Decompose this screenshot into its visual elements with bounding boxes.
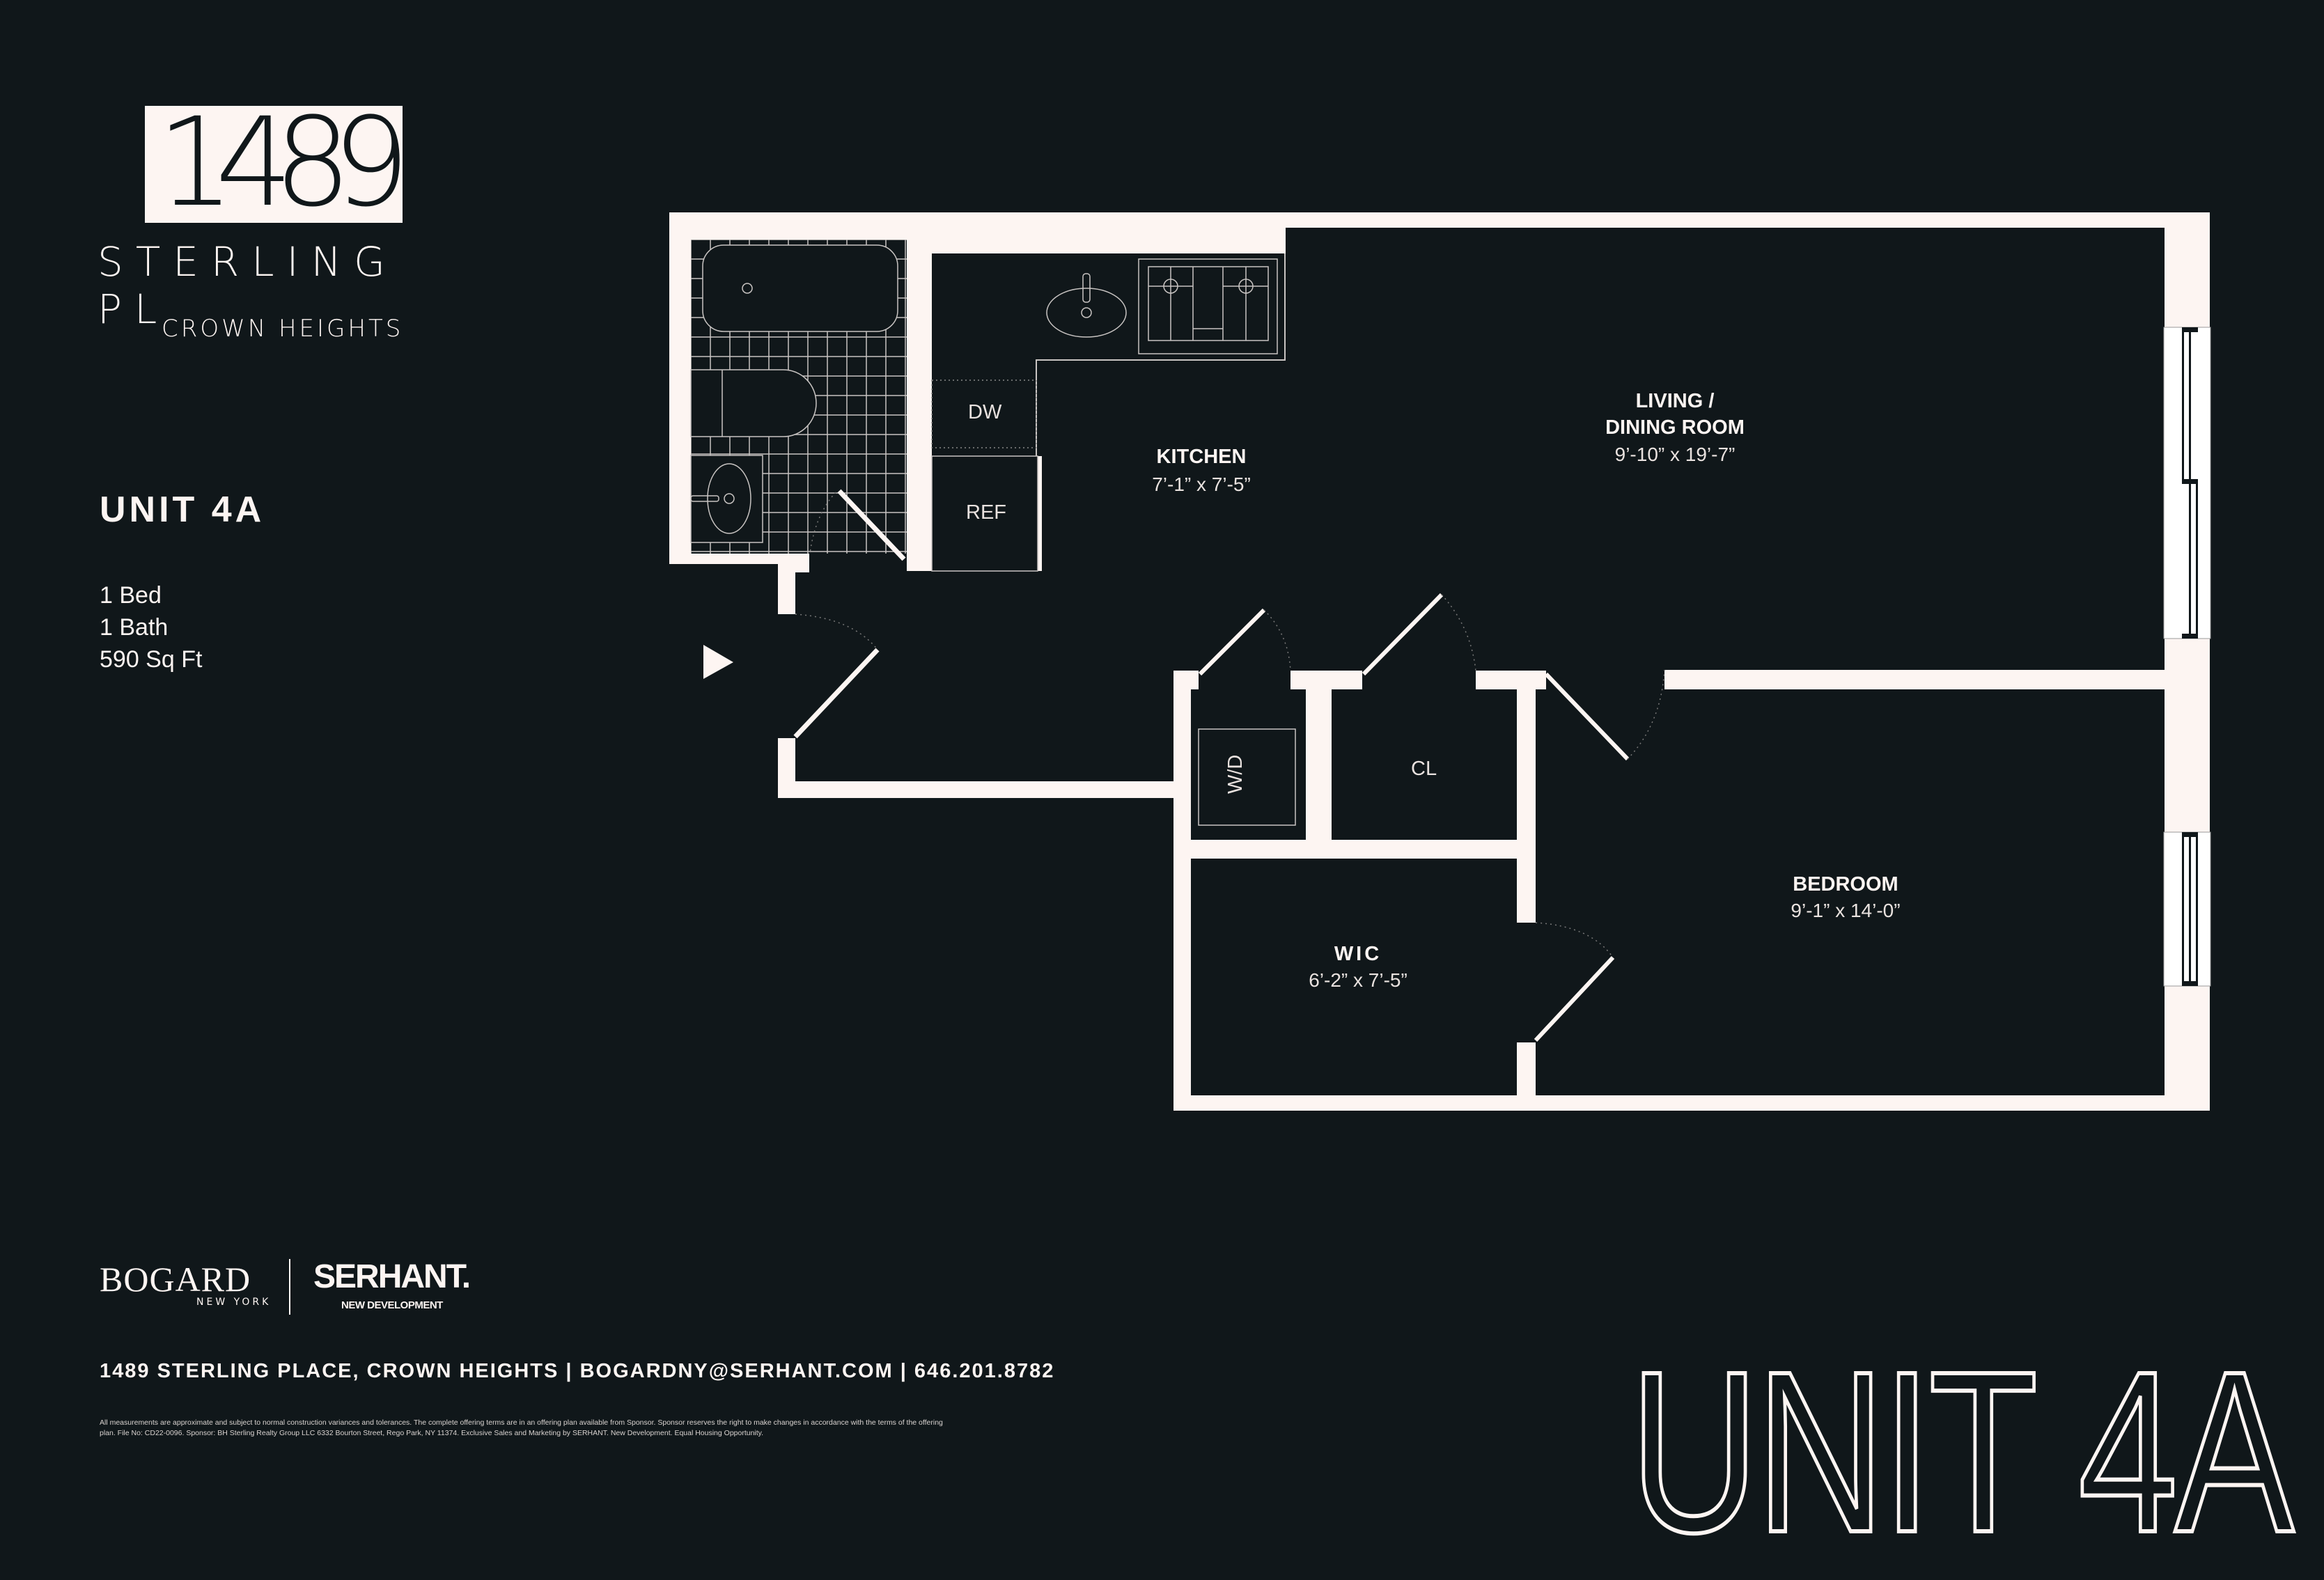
room-wic-name: WIC: [1334, 943, 1382, 965]
room-kitchen-name: KITCHEN: [1156, 446, 1247, 468]
floor-plan: [669, 212, 2211, 1111]
unit-title: UNIT 4A: [100, 490, 265, 530]
washer-dryer-label: W/D: [1224, 754, 1247, 794]
living-window: [2163, 327, 2211, 639]
room-wic-dims: 6’-2” x 7’-5”: [1309, 969, 1407, 991]
refrigerator-label: REF: [966, 501, 1006, 524]
bedroom-window: [2163, 831, 2211, 987]
room-bedroom-name: BEDROOM: [1793, 873, 1898, 895]
street-name: STERLING PL: [98, 238, 398, 333]
big-unit-title: UNIT 4A: [1628, 1323, 2296, 1580]
bogard-logo: BOGARD: [100, 1260, 251, 1299]
room-living-dims: 9’-10” x 19’-7”: [1614, 444, 1736, 465]
serhant-logo: SERHANT.: [313, 1258, 471, 1295]
cooktop: [1138, 258, 1278, 354]
unit-area: 590 Sq Ft: [100, 646, 203, 673]
serhant-logo-sub: NEW DEVELOPMENT: [341, 1299, 443, 1311]
bathtub: [702, 244, 898, 332]
room-kitchen-dims: 7’-1” x 7’-5”: [1152, 474, 1251, 495]
closet-label: CL: [1411, 758, 1437, 780]
brand-divider: [289, 1259, 290, 1315]
bath-sink: [690, 455, 763, 543]
dishwasher: [931, 380, 1037, 448]
room-living-name: LIVING /: [1635, 390, 1715, 412]
building-logo: 1489: [145, 106, 403, 223]
bogard-logo-sub: NEW YORK: [196, 1297, 272, 1308]
room-bedroom-dims: 9’-1” x 14’-0”: [1791, 900, 1901, 921]
washer-dryer: [1198, 728, 1296, 826]
unit-baths: 1 Bath: [100, 614, 169, 641]
contact-line: 1489 STERLING PLACE, CROWN HEIGHTS | BOG…: [100, 1360, 1055, 1382]
unit-beds: 1 Bed: [100, 582, 162, 609]
refrigerator: [931, 455, 1038, 572]
entry-arrow-icon: [703, 645, 733, 679]
dishwasher-label: DW: [968, 401, 1002, 423]
toilet: [690, 369, 817, 437]
room-living-name2: DINING ROOM: [1605, 416, 1745, 439]
disclaimer-line-1: All measurements are approximate and sub…: [100, 1418, 943, 1427]
legal-disclaimer: All measurements are approximate and sub…: [100, 1418, 1109, 1439]
neighborhood: CROWN HEIGHTS: [162, 315, 404, 343]
kitchen-sink: [1046, 288, 1127, 338]
disclaimer-line-2: plan. File No: CD22-0096. Sponsor: BH St…: [100, 1429, 764, 1437]
building-number: 1489: [157, 106, 403, 223]
